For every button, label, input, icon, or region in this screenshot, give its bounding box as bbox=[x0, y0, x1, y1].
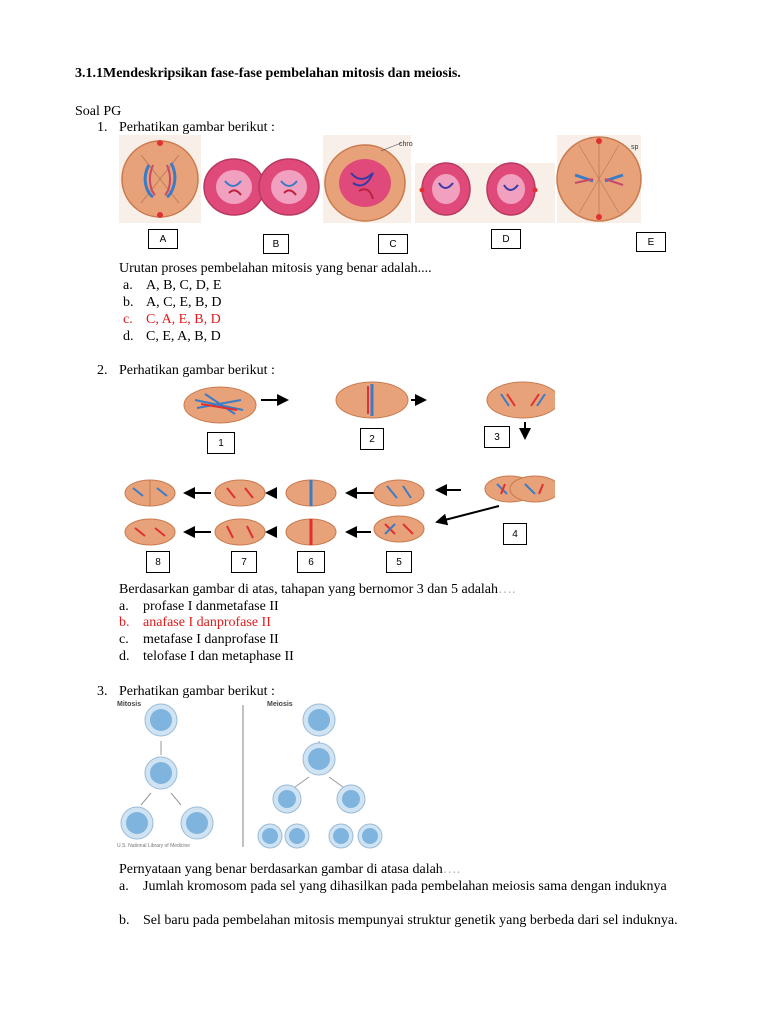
q1-number: 1. bbox=[97, 120, 108, 135]
q2-label-3: 3 bbox=[484, 426, 510, 448]
q2-label-5: 5 bbox=[386, 551, 412, 573]
q3-fig-credit: U.S. National Library of Medicine bbox=[117, 843, 190, 849]
section-title: Soal PG bbox=[75, 104, 122, 119]
q3-option-b-letter: b. bbox=[119, 913, 130, 928]
q2-label-6: 6 bbox=[297, 551, 325, 573]
q3-question: Pernyataan yang benar berdasarkan gambar… bbox=[119, 862, 461, 877]
q2-label-1: 1 bbox=[207, 432, 235, 454]
q2-label-2: 2 bbox=[360, 428, 384, 450]
q1-label-a: A bbox=[148, 229, 178, 249]
q1-fig-label-chro: chro bbox=[399, 141, 413, 148]
q2-option-b-letter: b. bbox=[119, 615, 130, 630]
q2-question: Berdasarkan gambar di atas, tahapan yang… bbox=[119, 582, 516, 597]
q2-option-c-letter: c. bbox=[119, 632, 129, 647]
q3-fig-title-mitosis: Mitosis bbox=[117, 701, 141, 708]
q1-label-e: E bbox=[636, 232, 666, 252]
q1-option-b-letter: b. bbox=[123, 295, 134, 310]
q3-prompt: Perhatikan gambar berikut : bbox=[119, 684, 275, 699]
q1-option-c-text: C, A, E, B, D bbox=[146, 312, 221, 327]
q3-option-a-letter: a. bbox=[119, 879, 129, 894]
q2-option-d-text: telofase I dan metaphase II bbox=[143, 649, 294, 664]
q2-option-c-text: metafase I danprofase II bbox=[143, 632, 279, 647]
q1-question: Urutan proses pembelahan mitosis yang be… bbox=[119, 261, 432, 276]
q1-option-a-text: A, B, C, D, E bbox=[146, 278, 222, 293]
q2-option-a-text: profase I danmetafase II bbox=[143, 599, 279, 614]
q1-label-b: B bbox=[263, 234, 289, 254]
q1-option-d-letter: d. bbox=[123, 329, 134, 344]
q1-option-c-letter: c. bbox=[123, 312, 133, 327]
q1-option-b-text: A, C, E, B, D bbox=[146, 295, 222, 310]
q1-prompt: Perhatikan gambar berikut : bbox=[119, 120, 275, 135]
q2-prompt: Perhatikan gambar berikut : bbox=[119, 363, 275, 378]
q2-option-a-letter: a. bbox=[119, 599, 129, 614]
q2-label-8: 8 bbox=[146, 551, 170, 573]
q2-label-4: 4 bbox=[503, 523, 527, 545]
q1-mitosis-figure: chro sp bbox=[119, 135, 642, 223]
q2-label-7: 7 bbox=[231, 551, 257, 573]
q2-option-d-letter: d. bbox=[119, 649, 130, 664]
q1-option-d-text: C, E, A, B, D bbox=[146, 329, 221, 344]
page-heading: 3.1.1Mendeskripsikan fase-fase pembelaha… bbox=[75, 66, 461, 81]
q3-number: 3. bbox=[97, 684, 108, 699]
q1-fig-label-sp: sp bbox=[631, 144, 639, 151]
q1-label-d: D bbox=[491, 229, 521, 249]
q3-fig-title-meiosis: Meiosis bbox=[267, 701, 293, 708]
q2-meiosis-figure bbox=[124, 381, 555, 546]
q2-option-b-text: anafase I danprofase II bbox=[143, 615, 271, 630]
q2-number: 2. bbox=[97, 363, 108, 378]
q1-option-a-letter: a. bbox=[123, 278, 133, 293]
q3-mitosis-meiosis-figure: Mitosis Meiosis U.S. National Library of… bbox=[117, 701, 383, 849]
q3-option-a-text: Jumlah kromosom pada sel yang dihasilkan… bbox=[143, 879, 667, 894]
q1-label-c: C bbox=[378, 234, 408, 254]
q3-option-b-text: Sel baru pada pembelahan mitosis mempuny… bbox=[143, 913, 678, 928]
